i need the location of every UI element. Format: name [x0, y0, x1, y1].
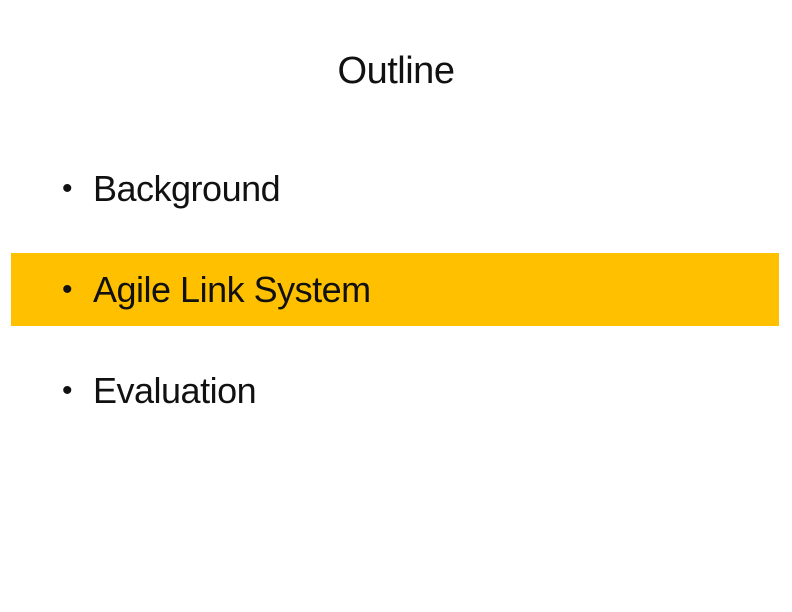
bullet-label: Agile Link System [93, 269, 371, 310]
bullet-icon: • [62, 374, 73, 407]
bullet-label: Background [93, 168, 281, 209]
bullet-item-evaluation: • Evaluation [56, 369, 257, 413]
highlight-bar [11, 253, 779, 326]
bullet-icon: • [62, 273, 73, 306]
page-title: Outline [337, 50, 455, 92]
bullet-item-background: • Background [56, 167, 281, 211]
bullet-item-agile-link-system: • Agile Link System [56, 268, 371, 312]
bullet-label: Evaluation [93, 370, 257, 411]
bullet-icon: • [62, 172, 73, 205]
